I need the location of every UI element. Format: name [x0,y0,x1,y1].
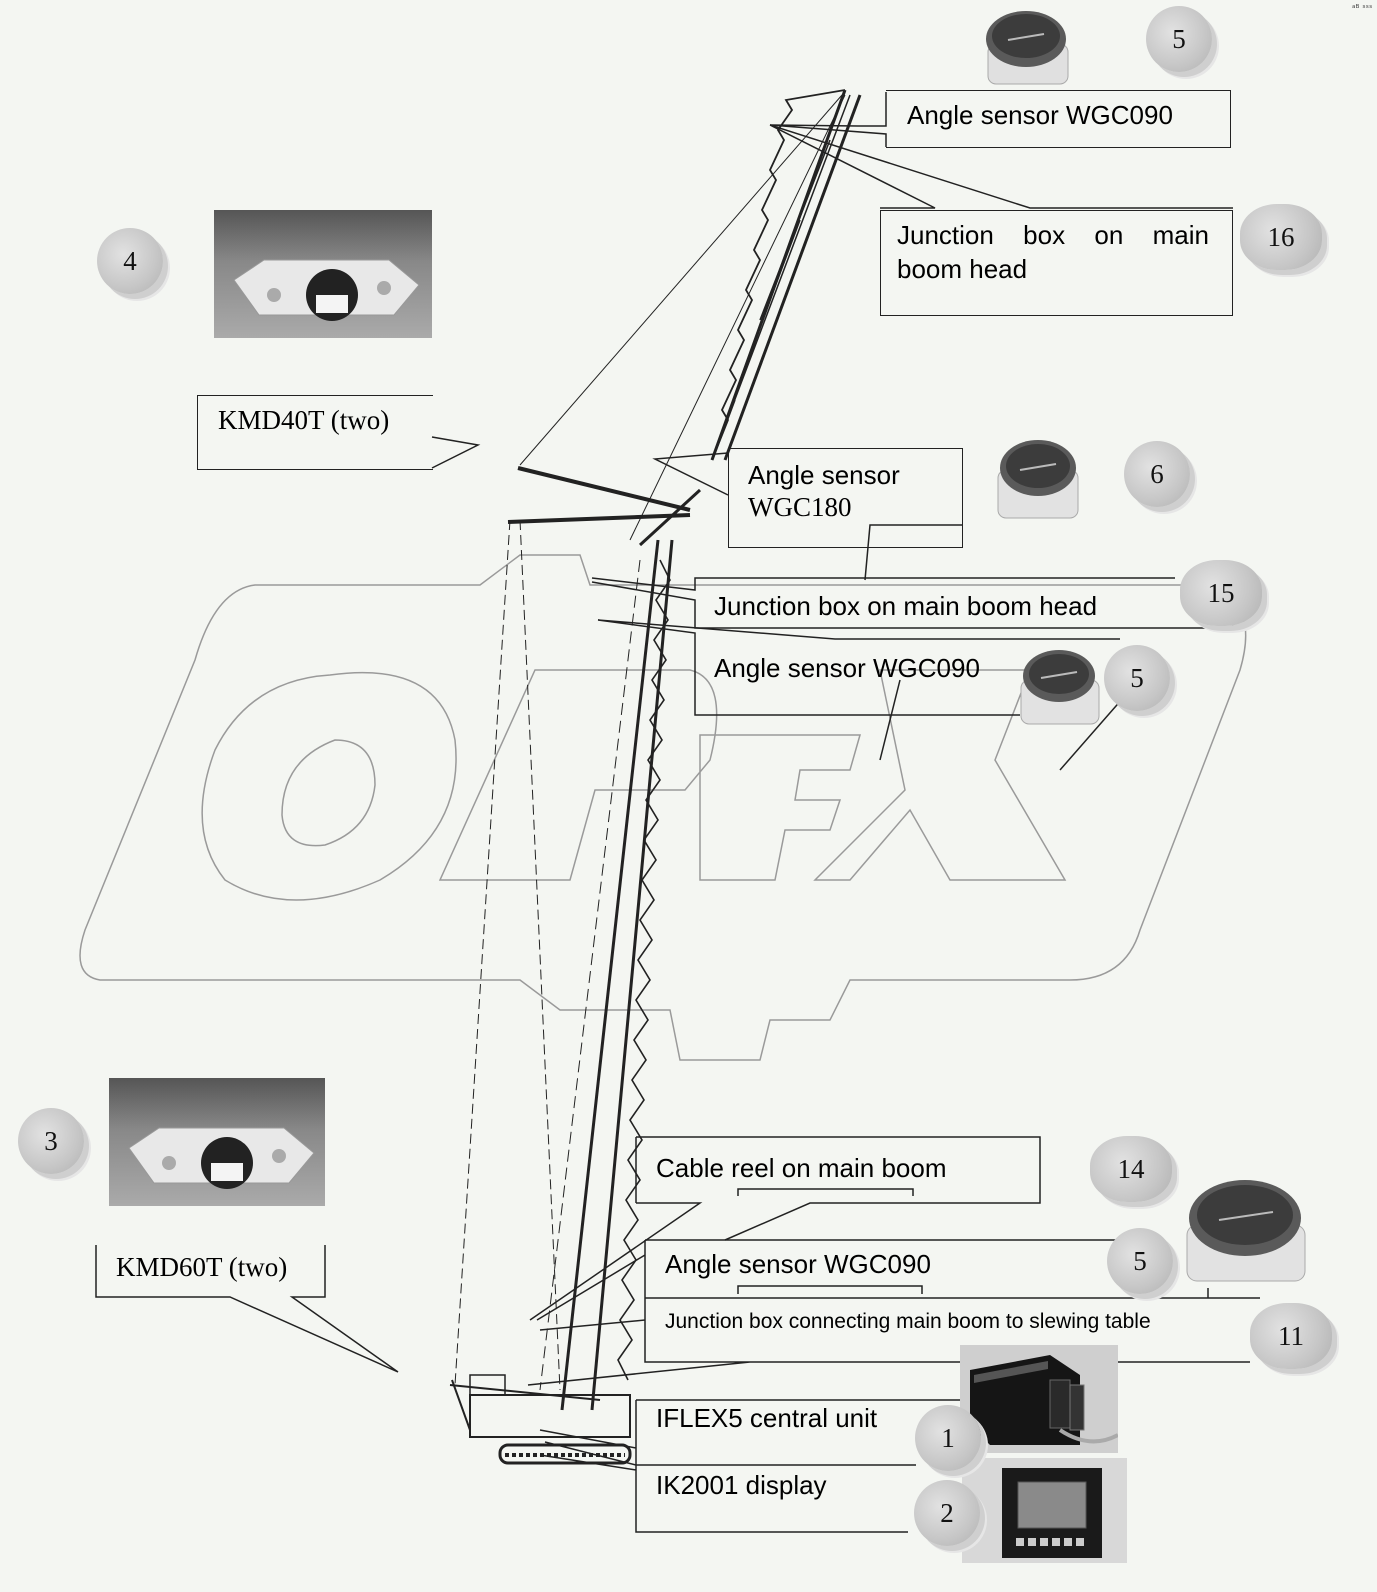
label-junction-box-head-top-2: boom head [897,254,1028,284]
watermark: OPEX [600,1540,628,1551]
callout-junction-box-head-top [880,210,1233,316]
badge-5-top: 5 [1146,6,1212,72]
label-cable-reel: Cable reel on main boom [656,1153,947,1183]
label-kmd60t: KMD60T (two) [116,1252,288,1282]
label-ik2001-display: IK2001 display [656,1470,827,1500]
badge-16: 16 [1240,204,1322,270]
label-angle-sensor-wgc090-low: Angle sensor WGC090 [665,1249,931,1279]
crane-drawing [449,89,862,1465]
badge-5-mid: 5 [1104,645,1170,711]
angle-sensor-photo-wgc180 [990,428,1086,526]
badge-5-low: 5 [1107,1228,1173,1294]
leader-lines [95,92,1260,1533]
badge-3: 3 [18,1108,84,1174]
callout-angle-sensor-wgc180 [728,448,963,548]
callout-kmd40t [197,395,433,470]
badge-15: 15 [1180,560,1262,626]
callout-angle-sensor-wgc090-top [886,90,1231,148]
label-angle-sensor-wgc090-top: Angle sensor WGC090 [907,100,1173,130]
corner-mark: ᵃᴮ ˢˢˢ [1352,4,1373,14]
central-unit-photo [960,1345,1118,1453]
load-pin-photo-kmd60t [109,1078,325,1206]
badge-14: 14 [1090,1136,1172,1202]
label-angle-sensor-wgc090-mid: Angle sensor WGC090 [714,653,980,683]
display-photo [962,1458,1127,1563]
load-pin-photo-kmd40t [214,210,432,338]
label-junction-box-slewing: Junction box connecting main boom to sle… [665,1310,1151,1333]
badge-6: 6 [1124,441,1190,507]
label-junction-box-head-mid: Junction box on main boom head [714,591,1098,621]
label-angle-sensor-wgc180-2: WGC180 [748,492,852,522]
badge-1: 1 [915,1405,981,1471]
badge-2: 2 [914,1480,980,1546]
label-iflex5-central-unit: IFLEX5 central unit [656,1403,878,1433]
badge-11: 11 [1250,1303,1332,1369]
badge-4: 4 [97,228,163,294]
label-angle-sensor-wgc180-1: Angle sensor [748,460,900,490]
label-junction-box-head-top-1: Junction box on main [897,220,1209,250]
label-kmd40t: KMD40T (two) [218,405,390,435]
angle-sensor-photo-low [1177,1170,1315,1288]
angle-sensor-photo-top [978,4,1076,92]
angle-sensor-photo-mid [1013,640,1107,732]
